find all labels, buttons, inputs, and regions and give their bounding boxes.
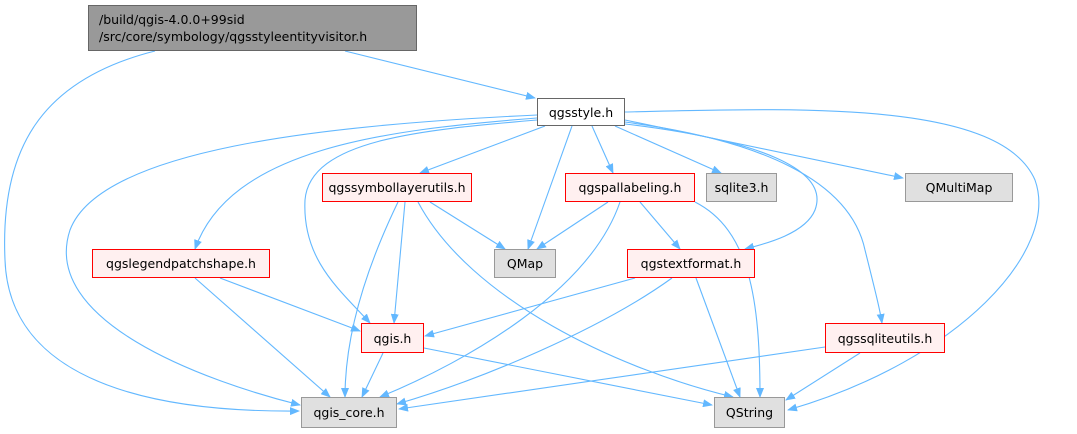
edge-qgsstyle-pallabeling xyxy=(591,125,614,174)
root-path-line2: /src/core/symbology/qgsstyleentityvisito… xyxy=(99,29,368,44)
edge-qgis-qstring xyxy=(423,347,713,408)
root-path-line1: /build/qgis-4.0.0+99sid xyxy=(99,12,245,27)
node-qgis[interactable]: qgis.h xyxy=(361,323,424,353)
node-qgstextformat[interactable]: qgstextformat.h xyxy=(627,249,755,278)
edge-sqliteutils-qgis_core xyxy=(398,346,826,412)
edge-qgsstyle-qgis_core xyxy=(65,114,538,407)
edge-root-qgsstyle xyxy=(344,50,536,100)
edge-symbollayerutils-qgis_core xyxy=(341,201,399,398)
node-root-file[interactable]: /build/qgis-4.0.0+99sid /src/core/symbol… xyxy=(88,5,417,51)
edge-root-qgis_core xyxy=(4,50,300,416)
node-qmultimap: QMultiMap xyxy=(905,173,1013,202)
edge-pallabeling-qstring xyxy=(694,201,764,398)
node-qgsstyle[interactable]: qgsstyle.h xyxy=(537,98,625,126)
edge-symbollayerutils-qstring xyxy=(417,201,734,399)
edge-qgsstyle-qmap xyxy=(527,125,573,250)
edge-symbollayerutils-qmap xyxy=(429,201,506,250)
node-qgssqliteutils[interactable]: qgssqliteutils.h xyxy=(825,323,945,353)
node-qgis-core: qgis_core.h xyxy=(301,397,397,428)
edge-qgsstyle-sqliteutils xyxy=(624,121,885,324)
node-qmap: QMap xyxy=(494,249,556,278)
edge-qgsstyle-sqlite3 xyxy=(614,125,722,174)
edge-textformat-qgis_core xyxy=(396,277,673,406)
edge-legendpatchshape-qgis_core xyxy=(194,277,331,398)
edge-qgsstyle-symbollayerutils xyxy=(419,125,546,174)
edge-pallabeling-textformat xyxy=(639,201,681,250)
node-qstring: QString xyxy=(714,397,785,428)
edge-qgis-qgis_core xyxy=(361,352,384,398)
node-qgssymbollayerutils[interactable]: qgssymbollayerutils.h xyxy=(322,173,472,202)
edge-symbollayerutils-qgis xyxy=(390,201,406,324)
edge-sqliteutils-qstring xyxy=(785,352,861,401)
node-qgslegendpatchshape[interactable]: qgslegendpatchshape.h xyxy=(92,249,270,278)
edge-qgsstyle-legendpatchshape xyxy=(194,117,538,250)
edge-pallabeling-qmap xyxy=(536,201,609,250)
edge-textformat-qstring xyxy=(695,277,741,398)
edge-textformat-qgis xyxy=(424,277,636,338)
node-qgspallabeling[interactable]: qgspallabeling.h xyxy=(565,173,695,202)
edge-pallabeling-qgis_core xyxy=(379,201,621,398)
edge-legendpatchshape-qgis xyxy=(219,277,361,332)
edge-qgsstyle-qgis xyxy=(304,119,538,324)
node-sqlite3: sqlite3.h xyxy=(706,173,777,202)
